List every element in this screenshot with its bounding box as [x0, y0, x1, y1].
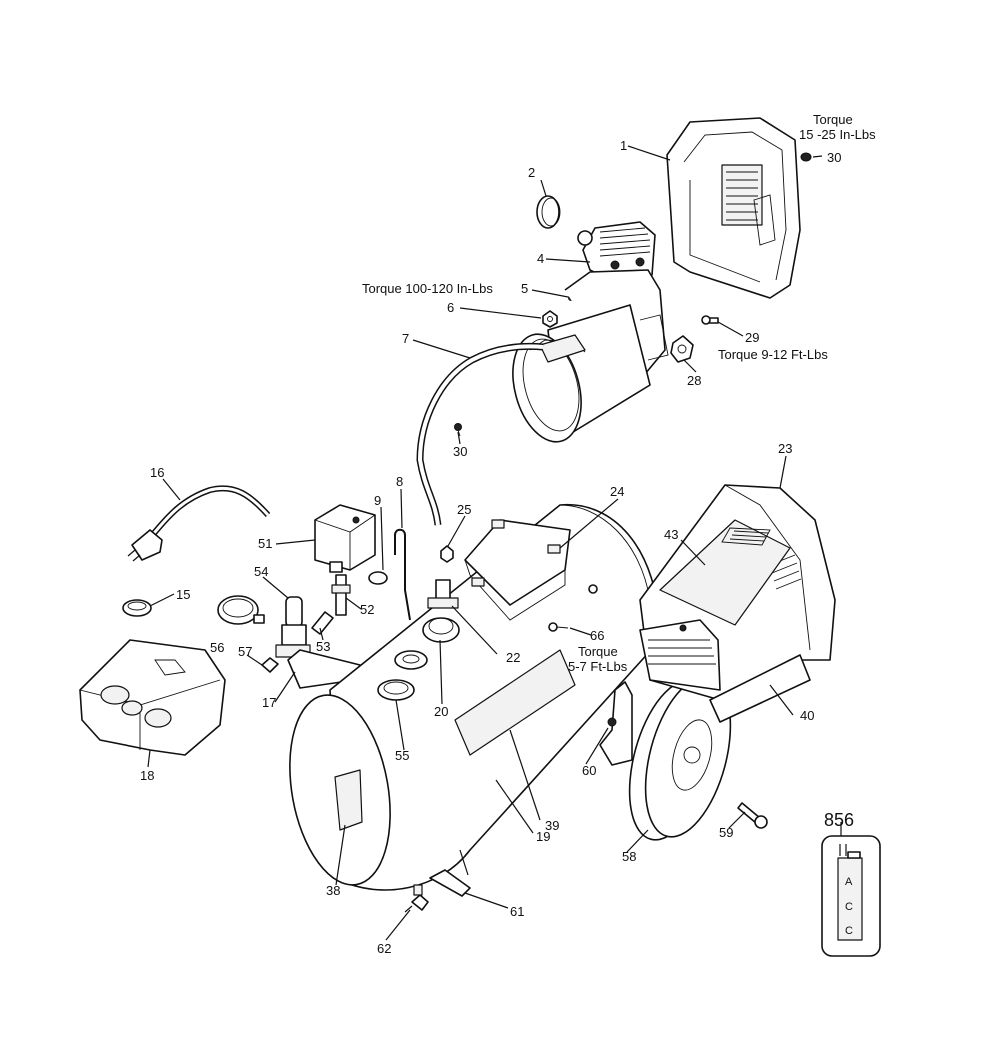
torque-notes: Torque 15 -25 In-Lbs Torque 100-120 In-L… [362, 112, 876, 674]
part-25-nut [440, 545, 454, 563]
part-54-regulator [275, 596, 311, 658]
part-7-outlet-tube [416, 342, 544, 526]
motor-assembly [512, 269, 669, 443]
part-24-motor-platform [464, 519, 571, 621]
part-53-fitting [311, 611, 334, 635]
label-part-59: 59 [719, 825, 733, 840]
label-part-54: 54 [254, 564, 268, 579]
part-9-clip [368, 571, 388, 585]
label-part-4: 4 [537, 251, 544, 266]
part-28-nut [670, 335, 694, 363]
part-43-top-panel [659, 519, 791, 626]
label-part-30b: 30 [453, 444, 467, 459]
label-part-15: 15 [176, 587, 190, 602]
torque-note-pump: Torque 100-120 In-Lbs [362, 281, 493, 296]
part-6-nut [542, 310, 558, 328]
label-part-23: 23 [778, 441, 792, 456]
label-part-51: 51 [258, 536, 272, 551]
inset-856 [821, 835, 881, 957]
part-55-ring [377, 679, 415, 701]
part-57-fitting [261, 657, 279, 673]
part-29-bolt [701, 315, 719, 325]
label-part-57: 57 [238, 644, 252, 659]
inset-number: 856 [824, 810, 854, 830]
part-66-screws [548, 584, 598, 632]
part-52-fitting [331, 574, 351, 616]
label-part-52: 52 [360, 602, 374, 617]
label-part-25: 25 [457, 502, 471, 517]
label-part-30a: 30 [827, 150, 841, 165]
leader-lines [147, 145, 842, 941]
label-part-2: 2 [528, 165, 535, 180]
part-2-ring [536, 195, 561, 229]
torque-note-bracket-word: Torque [578, 644, 618, 659]
part-30-screw-mid [454, 423, 462, 437]
part-56-gauge [217, 595, 265, 625]
inset-856-labels: 856 A C C [824, 810, 854, 937]
part-4-pump-head [577, 221, 656, 281]
label-part-66: 66 [590, 628, 604, 643]
part-16-power-cord [127, 485, 271, 562]
part-60-wheel-bracket [599, 681, 633, 766]
part-59-axle-bolt [737, 802, 768, 829]
label-part-58: 58 [622, 849, 636, 864]
part-38-label [334, 769, 363, 831]
part-39-label [454, 649, 576, 756]
part-62-drain-valve [404, 884, 429, 913]
label-part-8: 8 [396, 474, 403, 489]
label-part-56: 56 [210, 640, 224, 655]
label-part-38: 38 [326, 883, 340, 898]
part-22-check-valve [427, 579, 459, 609]
label-part-61: 61 [510, 904, 524, 919]
torque-note-bracket-value: 5-7 Ft-Lbs [568, 659, 628, 674]
part-61-foot [429, 849, 471, 897]
label-part-7: 7 [402, 331, 409, 346]
part-18-cover [79, 639, 226, 756]
label-part-17: 17 [262, 695, 276, 710]
inset-card-letter-1: A [845, 876, 853, 888]
label-part-5: 5 [521, 281, 528, 296]
part-8-relief-tube [394, 528, 411, 621]
label-part-24: 24 [610, 484, 624, 499]
torque-note-shroud-word: Torque [813, 112, 853, 127]
front-grille [639, 619, 721, 691]
label-part-39: 39 [545, 818, 559, 833]
label-part-29: 29 [745, 330, 759, 345]
label-part-6: 6 [447, 300, 454, 315]
part-58-wheel [628, 676, 732, 841]
inset-card-letter-3: C [845, 925, 853, 937]
label-part-1: 1 [620, 138, 627, 153]
label-part-53: 53 [316, 639, 330, 654]
label-part-60: 60 [582, 763, 596, 778]
label-part-20: 20 [434, 704, 448, 719]
torque-note-motor-mount: Torque 9-12 Ft-Lbs [718, 347, 828, 362]
label-part-22: 22 [506, 650, 520, 665]
label-part-19: 19 [536, 829, 550, 844]
part-30-screw-top [800, 152, 812, 162]
label-part-62: 62 [377, 941, 391, 956]
part-40-base-tray [709, 654, 811, 723]
label-part-43: 43 [664, 527, 678, 542]
part-51-pressure-switch [314, 504, 376, 573]
part-15-ring [122, 599, 152, 617]
label-part-40: 40 [800, 708, 814, 723]
label-part-9: 9 [374, 493, 381, 508]
label-part-55: 55 [395, 748, 409, 763]
label-part-18: 18 [140, 768, 154, 783]
part-1-rear-shroud [666, 117, 801, 299]
label-part-16: 16 [150, 465, 164, 480]
torque-note-shroud-value: 15 -25 In-Lbs [799, 127, 876, 142]
label-part-28: 28 [687, 373, 701, 388]
inset-card-letter-2: C [845, 901, 853, 913]
part-labels: 1 30 2 4 5 6 7 29 28 30 16 23 8 24 9 25 … [140, 138, 841, 956]
part-20-fitting [394, 617, 460, 670]
